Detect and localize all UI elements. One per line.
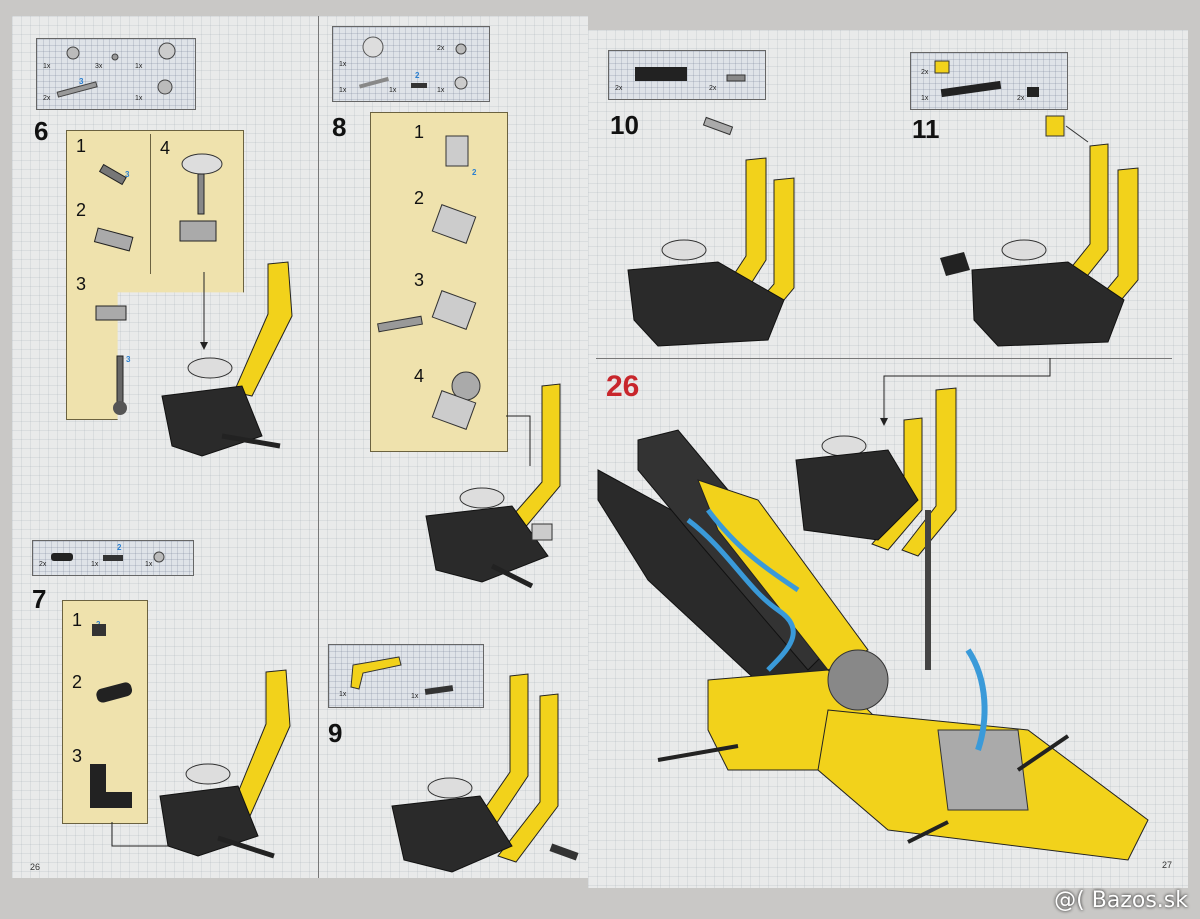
- parts-list-step9: 1x 1x: [328, 644, 484, 708]
- step-number: 10: [610, 110, 639, 140]
- step26-drawing: [597, 358, 1149, 861]
- step-number: 7: [32, 584, 47, 614]
- parts-list-step6: 1x 3x 1x 2x 1x 3: [36, 38, 196, 110]
- step-number: 9: [328, 718, 343, 748]
- part-qty: 2x: [39, 561, 47, 568]
- page-number: 26: [30, 862, 41, 872]
- substep-number: 3: [76, 274, 87, 294]
- step-number: 26: [606, 370, 640, 403]
- part-qty: 2x: [709, 85, 717, 92]
- part-qty: 1x: [43, 63, 51, 70]
- left-page: 1x 3x 1x 2x 1x 3 6 1 2 3 4 3 3: [12, 16, 588, 878]
- length-callout: 2: [472, 168, 477, 177]
- part-qty: 3x: [95, 63, 103, 70]
- part-qty: 1x: [135, 95, 143, 102]
- right-page: 2x 2x 10 2x 1x 2x 11 26: [588, 30, 1188, 888]
- substep-number: 3: [72, 746, 83, 766]
- part-qty: 1x: [437, 87, 445, 94]
- length-callout: 2: [117, 543, 122, 552]
- step-number: 11: [912, 114, 940, 144]
- length-callout: 3: [125, 170, 130, 179]
- watermark: @( Bazos.sk: [1054, 888, 1188, 913]
- parts-icons: [350, 656, 454, 695]
- part-qty: 1x: [339, 87, 347, 94]
- substep-number: 1: [76, 136, 87, 156]
- step-number: 8: [332, 112, 347, 142]
- step11-drawing: [940, 115, 1139, 347]
- substep-number: 3: [414, 270, 425, 290]
- substep-number: 2: [76, 200, 87, 220]
- substep-number: 4: [414, 366, 425, 386]
- part-qty: 2x: [43, 95, 51, 102]
- substep-number: 1: [72, 610, 83, 630]
- step10-drawing: [627, 116, 795, 347]
- length-callout: 2: [415, 71, 420, 80]
- page-number: 27: [1162, 860, 1173, 870]
- parts-icons: [358, 36, 468, 90]
- part-qty: 1x: [339, 691, 347, 698]
- step6-drawing: [93, 153, 293, 457]
- substep-number: 1: [414, 122, 425, 142]
- parts-list-step7: 2x 1x 1x 2: [32, 540, 194, 576]
- subassembly-panel: [370, 112, 508, 452]
- part-qty: 1x: [339, 61, 347, 68]
- part-qty: 2x: [437, 45, 445, 52]
- step7-drawing: [90, 624, 291, 859]
- part-qty: 1x: [389, 87, 397, 94]
- substep-number: 4: [160, 138, 171, 158]
- parts-list-step10: 2x 2x: [608, 50, 766, 100]
- step9-drawing: [391, 673, 579, 873]
- parts-icons: [56, 42, 176, 98]
- part-qty: 2x: [615, 85, 623, 92]
- part-qty: 1x: [921, 95, 929, 102]
- length-callout: 3: [79, 77, 84, 86]
- parts-icons: [635, 67, 746, 82]
- part-qty: 1x: [411, 693, 419, 700]
- step8-drawing: [377, 135, 561, 589]
- panel-divider: [150, 134, 151, 274]
- column-divider: [318, 16, 319, 878]
- part-qty: 1x: [91, 561, 99, 568]
- part-qty: 1x: [135, 63, 143, 70]
- length-callout: 3: [126, 355, 131, 364]
- step-number: 6: [34, 116, 49, 146]
- parts-icons: [51, 551, 165, 563]
- parts-list-step8: 1x 2x 1x 1x 1x 2: [332, 26, 490, 102]
- substep-number: 2: [414, 188, 425, 208]
- parts-list-step11: 2x 1x 2x: [910, 52, 1068, 110]
- parts-icons: [934, 60, 1039, 98]
- section-divider: [596, 358, 1172, 359]
- substep-number: 2: [72, 672, 83, 692]
- part-qty: 1x: [145, 561, 153, 568]
- part-qty: 2x: [921, 69, 929, 76]
- part-qty: 2x: [1017, 95, 1025, 102]
